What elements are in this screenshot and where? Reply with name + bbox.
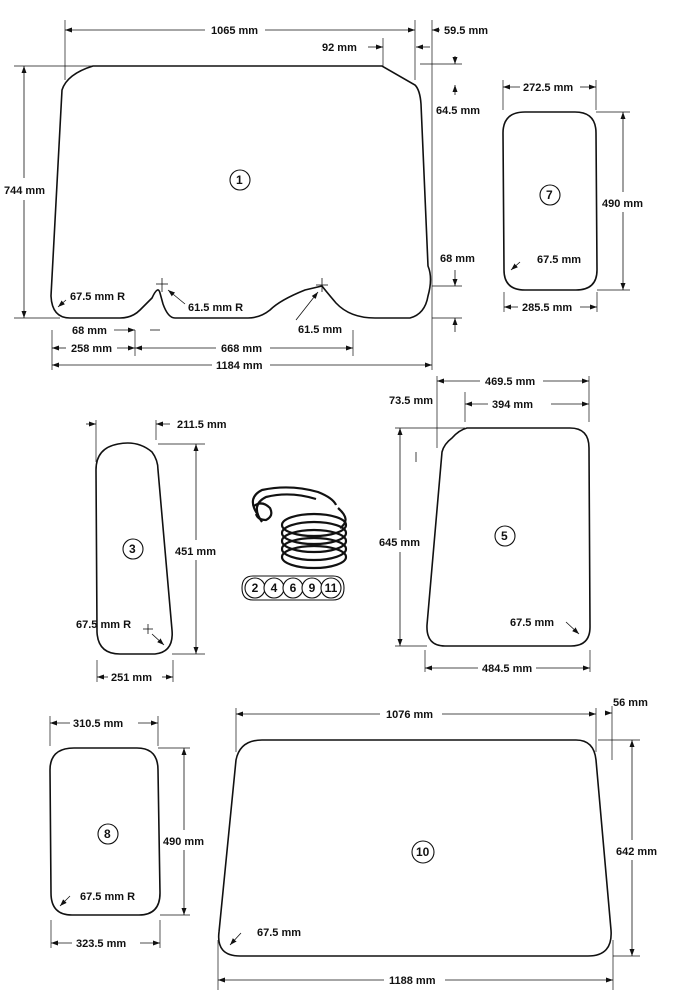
seal-number-6: 6	[290, 581, 297, 595]
p1-height-label: 744 mm	[4, 185, 45, 197]
p3-top-right-label: 211.5 mm	[177, 419, 227, 431]
p5-width-total-label: 469.5 mm	[485, 376, 535, 388]
p5-offset-label: 73.5 mm	[389, 395, 433, 407]
panel-8: 310.5 mm 490 mm 67.5 mm R 323.5 mm 8	[49, 716, 204, 950]
p1-notch-radius-1-label: 61.5 mm R	[188, 302, 243, 314]
seal-number-9: 9	[309, 581, 316, 595]
panel-3-outline	[95, 442, 173, 655]
p5-height-label: 645 mm	[379, 537, 420, 549]
p3-width-bottom-label: 251 mm	[111, 672, 152, 684]
panel-5: 469.5 mm 73.5 mm 394 mm 645 mm 67.5 mm 4…	[379, 376, 591, 675]
p5-width-top-label: 394 mm	[492, 399, 533, 411]
panel-10-number-circle	[411, 840, 435, 864]
p8-width-bottom-label: 323.5 mm	[76, 938, 126, 950]
panel-8-number: 8	[104, 827, 111, 841]
p8-width-top-label: 310.5 mm	[73, 718, 123, 730]
panel-1-outline	[50, 65, 432, 319]
panel-5-outline	[426, 427, 591, 647]
panel-7-number-circle	[539, 184, 561, 206]
p3-radius-label: 67.5 mm R	[76, 619, 131, 631]
p10-height-label: 642 mm	[616, 846, 657, 858]
panel-1-number-circle	[229, 169, 251, 191]
panel-1: 1065 mm 59.5 mm 92 mm 64.5 mm 744 mm 68 …	[4, 20, 488, 372]
p7-width-bottom-label: 285.5 mm	[522, 302, 572, 314]
panel-7-outline	[502, 111, 598, 291]
p10-width-top-label: 1076 mm	[386, 709, 433, 721]
p10-radius-label: 67.5 mm	[257, 927, 301, 939]
seal-number-4: 4	[271, 581, 278, 595]
p1-span-left-label: 258 mm	[71, 343, 112, 355]
seal-number-2: 2	[252, 581, 259, 595]
p3-height-label: 451 mm	[175, 546, 216, 558]
p1-radius-left-label: 67.5 mm R	[70, 291, 125, 303]
p1-chamfer-right-label: 92 mm	[322, 42, 357, 54]
panel-3-number-circle	[122, 538, 144, 560]
panel-10: 1076 mm 56 mm 642 mm 67.5 mm 1188 mm 10	[217, 697, 657, 990]
p10-corner-right-label: 56 mm	[613, 697, 648, 709]
p8-radius-label: 67.5 mm R	[80, 891, 135, 903]
p1-bottom-left-seg-label: 68 mm	[72, 325, 107, 337]
seal-number-11: 11	[325, 581, 338, 595]
p8-height-label: 490 mm	[163, 836, 204, 848]
p1-bottom-rise-label: 68 mm	[440, 253, 475, 265]
p1-notch-radius-2-label: 61.5 mm	[298, 324, 342, 336]
panel-1-number: 1	[236, 173, 243, 187]
panel-10-outline	[217, 739, 612, 957]
p1-width-bottom-label: 1184 mm	[216, 360, 263, 372]
p1-span-mid-label: 668 mm	[221, 343, 262, 355]
panel-8-number-circle	[97, 823, 119, 845]
panel-10-number: 10	[416, 845, 430, 859]
p7-radius-label: 67.5 mm	[537, 254, 581, 266]
p1-chamfer-drop-label: 64.5 mm	[436, 105, 480, 117]
panel-7-number: 7	[546, 188, 553, 202]
p7-height-label: 490 mm	[602, 198, 643, 210]
panel-5-number-circle	[494, 525, 516, 547]
panel-3-number: 3	[129, 542, 136, 556]
p7-width-top-label: 272.5 mm	[523, 82, 573, 94]
p10-width-bottom-label: 1188 mm	[389, 975, 436, 987]
panel-8-outline	[49, 747, 161, 916]
p5-radius-label: 67.5 mm	[510, 617, 554, 629]
p5-width-bottom-label: 484.5 mm	[482, 663, 532, 675]
p1-corner-right-label: 59.5 mm	[444, 25, 488, 37]
panel-3: 211.5 mm 451 mm 67.5 mm R 251 mm 3	[76, 419, 227, 684]
seal-coil-illustration	[251, 486, 348, 570]
seal-number-circle	[320, 577, 342, 599]
panel-7: 272.5 mm 490 mm 67.5 mm 285.5 mm 7	[502, 80, 643, 314]
seal-number-outline	[241, 575, 345, 601]
panel-5-number: 5	[501, 529, 508, 543]
p1-width-top-label: 1065 mm	[211, 25, 258, 37]
